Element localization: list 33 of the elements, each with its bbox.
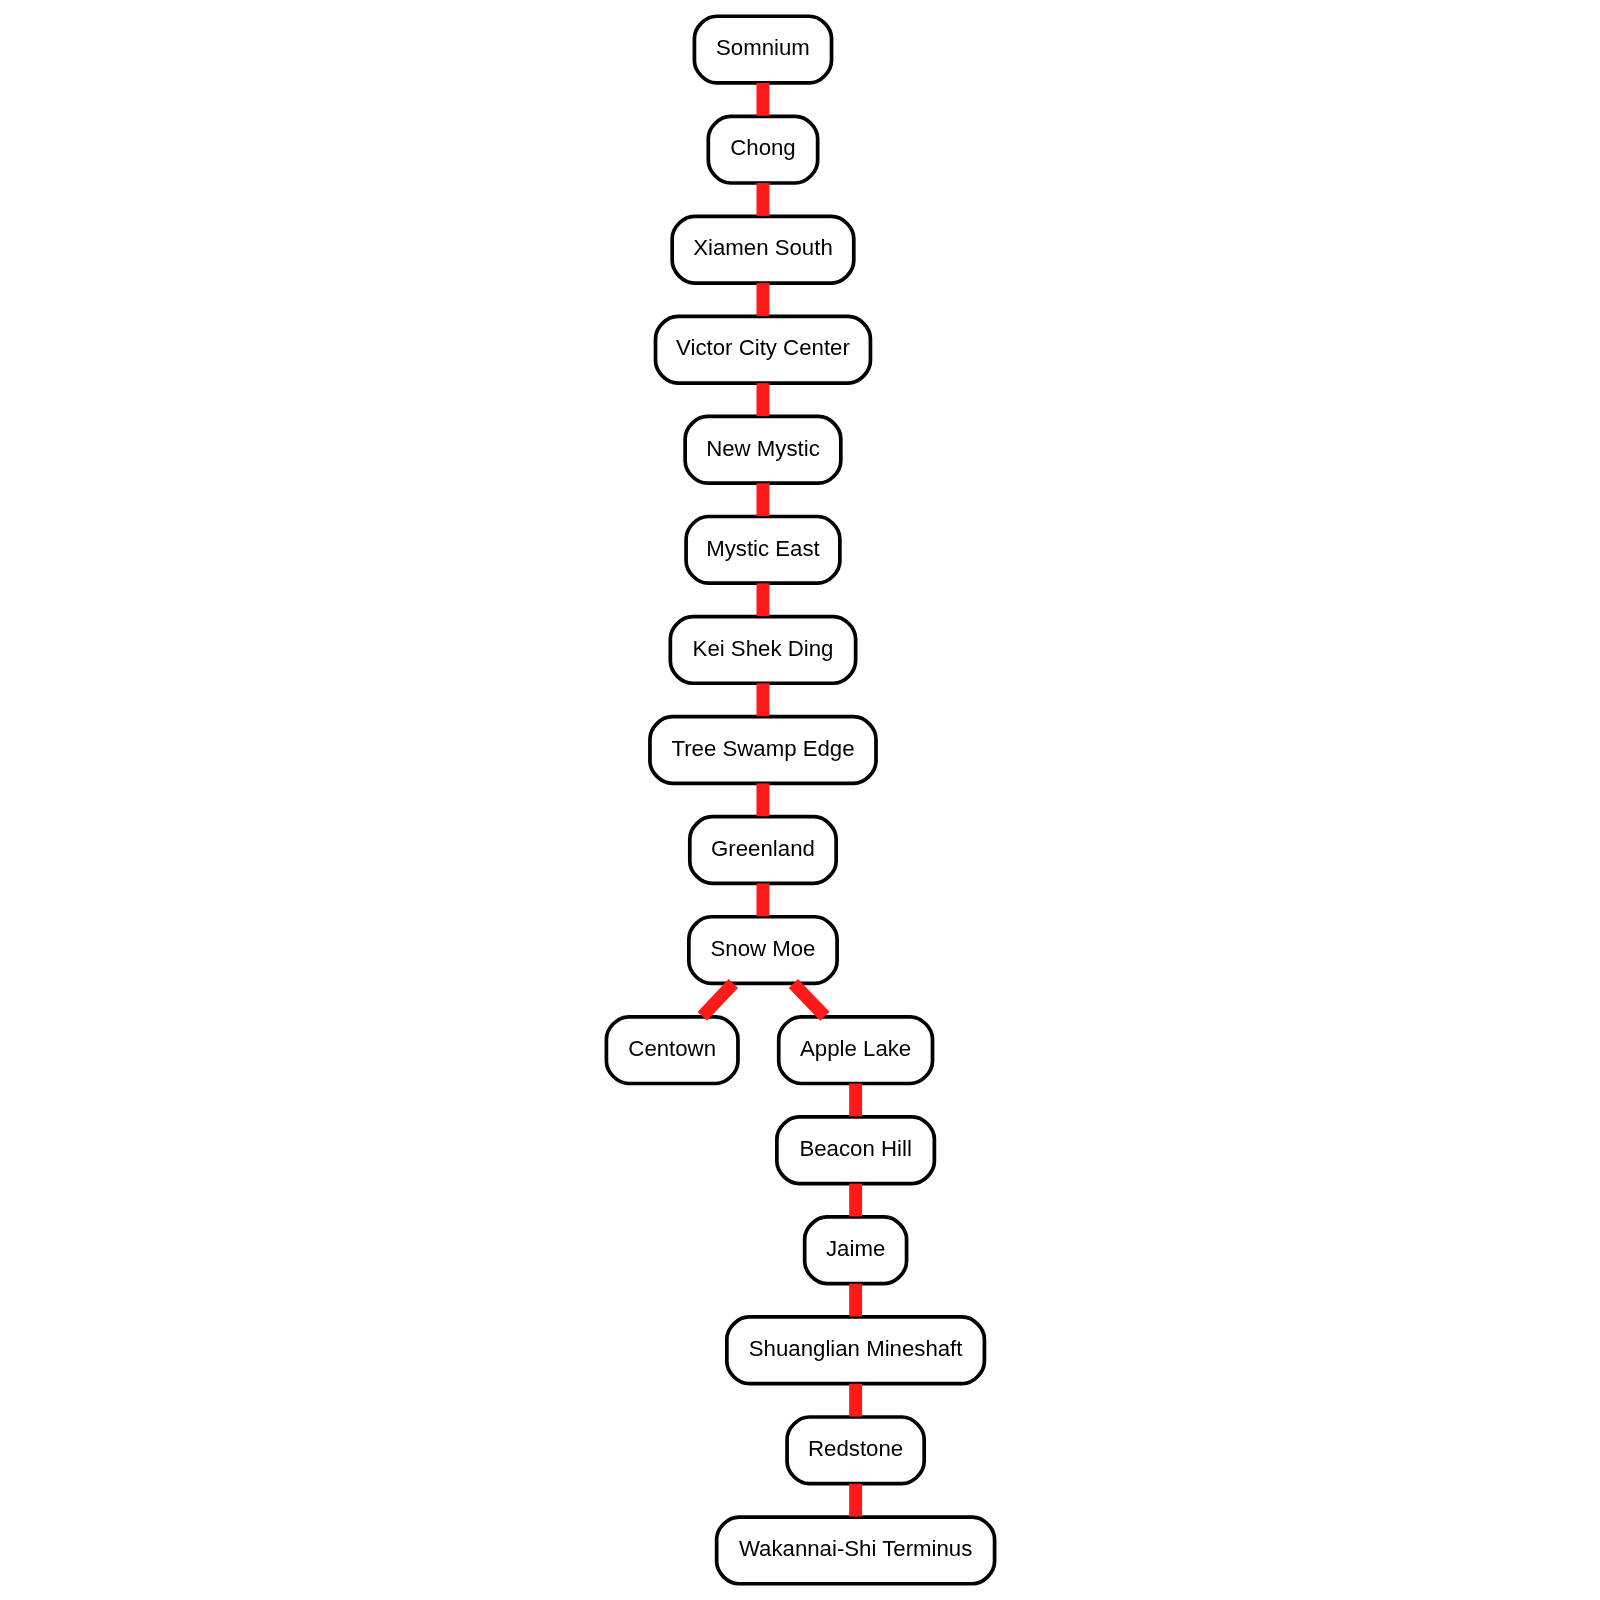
- connector: [756, 383, 769, 416]
- connector: [756, 183, 769, 216]
- connector: [756, 483, 769, 517]
- node-box: Chong: [705, 114, 819, 185]
- connector: [788, 979, 830, 1021]
- connector: [848, 1283, 862, 1317]
- node-box: Tree Swamp Edge: [647, 714, 878, 786]
- node-box: Redstone: [784, 1415, 926, 1486]
- connector: [848, 1183, 862, 1217]
- connector: [756, 783, 769, 817]
- connector: [756, 283, 769, 316]
- connector: [697, 979, 738, 1021]
- node-box: Centown: [604, 1014, 740, 1086]
- node-box: Mystic East: [683, 514, 842, 586]
- connector: [848, 1383, 862, 1417]
- connector: [756, 83, 769, 116]
- node-box: Jaime: [802, 1215, 908, 1286]
- node-box: Wakannai-Shi Terminus: [714, 1515, 996, 1586]
- connector: [848, 1083, 862, 1117]
- node-box: Victor City Center: [653, 314, 872, 385]
- node-box: Somnium: [692, 14, 833, 85]
- node-box: Xiamen South: [669, 214, 856, 285]
- connector: [848, 1483, 862, 1517]
- node-box: Beacon Hill: [774, 1115, 936, 1186]
- node-box: Shuanglian Mineshaft: [724, 1315, 986, 1386]
- node-box: Apple Lake: [776, 1014, 934, 1086]
- connector: [756, 583, 769, 617]
- node-box: New Mystic: [682, 414, 843, 485]
- node-box: Snow Moe: [686, 914, 839, 986]
- connector: [756, 883, 769, 917]
- node-box: Kei Shek Ding: [668, 614, 857, 686]
- node-box: Greenland: [687, 814, 838, 886]
- connector: [756, 683, 769, 717]
